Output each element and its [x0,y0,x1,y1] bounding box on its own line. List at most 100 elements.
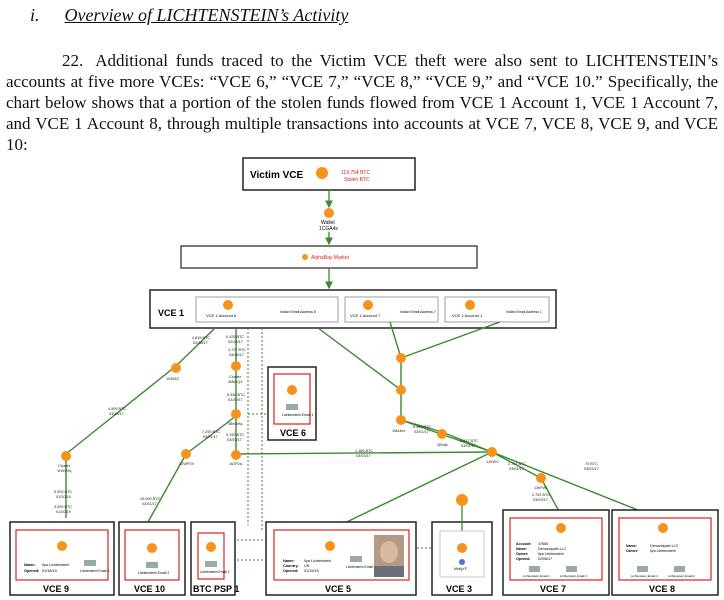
field-label: Name: [24,563,36,567]
paragraph-number: 22. [62,51,84,70]
email-icon [205,561,217,567]
account-email: Indian Email Address 1 [506,310,542,314]
bitcoin-icon [396,385,406,395]
flow-amount: 3.190 BTC [226,433,244,437]
cluster-label: Cluster [229,375,242,379]
bitcoin-icon [171,363,181,373]
victim-vce-box [242,157,416,191]
section-number: i. [30,5,40,25]
bitcoin-icon [536,473,546,483]
node-address: 12WFSV [179,462,195,466]
flow-date: 03/01/17 [227,438,242,442]
field-value: US [304,564,310,568]
address-icon [459,559,465,565]
flow-date: 02/20/17 [228,398,243,402]
account-name: VCE 1 Account 7 [350,313,381,318]
flow-date: 02/28/17 [193,341,208,345]
flow-amount: 4.909 BTC [108,407,126,411]
paragraph-text: Additional funds traced to the Victim VC… [6,51,718,154]
vce9-email: Lichtenstein Email 1 [80,569,110,573]
vce3-account [439,530,485,578]
field-label: Name: [283,559,295,563]
vce10-email: Lichtenstein Email 2 [138,571,169,575]
flow-date: 03/03/17 [356,454,371,458]
bitcoin-icon [658,523,668,533]
flow-amount: 3.929 BTC [54,505,72,509]
vce6-account [273,373,311,425]
field-label: Opened: [24,569,39,573]
field-value: Demandpath LLC [538,547,567,551]
vce1-account-7 [344,296,439,323]
bitcoin-icon [316,167,328,179]
flow-amount: 1.189 BTC [355,449,373,453]
flow-amount: 6.497 BTC [413,425,431,429]
bitcoin-icon [487,447,497,457]
wallet-label: Wallet [321,220,335,226]
market-label: AlphaBay Market [311,255,350,261]
bitcoin-icon [325,541,335,551]
victim-sub: Stolen BTC [344,177,370,183]
vce7-label: VCE 7 [540,584,566,594]
bitcoin-icon [465,300,475,310]
cluster-label: Cluster [58,464,71,468]
flow-amount: 0.025 BTC [226,335,244,339]
vce9-label: VCE 9 [43,584,69,594]
node-address: 13hFWi [534,486,547,490]
account-email: Indian Email Address 8 [280,310,316,314]
bitcoin-icon [437,429,447,439]
vce9-account [15,529,109,581]
bitcoin-icon [396,415,406,425]
email-icon [637,566,648,572]
section-title: Overview of LICHTENSTEIN’s Activity [64,5,349,25]
field-label: Account: [516,542,532,546]
vce6-email: Lichtenstein Email 1 [282,413,313,417]
vce6-label: VCE 6 [280,428,306,438]
field-value: Ilya Lichtenstein [650,549,676,553]
bitcoin-icon [206,542,216,552]
flow-date: 03/03/17 [509,467,524,471]
vce8-label: VCE 8 [649,584,675,594]
alphabay-icon [302,254,308,260]
flow-amount: 25.000 BTC [140,497,161,501]
field-value: 47665 [538,542,548,546]
flow-amount: 5.917 BTC [460,439,478,443]
flow-amount: 3.727 BTC [228,348,246,352]
account-email: Indian Email Address 7 [400,310,436,314]
cluster-address: 1HhVHq [57,469,71,473]
field-label: Name: [626,544,637,548]
flow-date: 01/20/19 [56,510,71,514]
flow-date: 03/01/17 [414,430,429,434]
field-value: Demandpath LLC [650,544,679,548]
bitcoin-icon [231,361,241,371]
field-value: 02/08/17 [538,557,552,561]
wallet-address: 1CGA4s [319,226,338,232]
vce1-label: VCE 1 [158,308,184,318]
email-icon [286,404,298,410]
section-heading: i. Overview of LICHTENSTEIN’s Activity [30,5,348,26]
field-value: Ilya Lichtenstein [304,559,331,563]
flow-amount: 5.000 BTC [54,490,72,494]
field-label: Opened: [516,557,531,561]
vce8-email-1: Lichtenstein Email 1 [631,574,658,578]
psp-email: Lichtenstein Email 1 [200,570,230,574]
field-value: Ilya Lichtenstein [538,552,564,556]
field-label: Name: [516,547,527,551]
bitcoin-icon [61,451,71,461]
vce10-label: VCE 10 [134,584,165,594]
field-label: Opened: [283,569,298,573]
flow-date: 03/15/17 [229,353,244,357]
field-label: Owner: [516,552,528,556]
vce1-account-1 [444,296,550,323]
node-address: 1JKWV [486,460,499,464]
flow-amount: 70 BTC [585,462,598,466]
vce7-account [509,517,603,581]
field-value: 01/15/15 [304,569,319,573]
flow-date: 03/01/17 [461,444,476,448]
flow-date: 03/01/17 [142,502,157,506]
account-holder-photo [374,535,404,577]
vce5-email: Lichtenstein Email 1 [346,565,376,569]
node-address: 16JP2a [229,462,243,466]
field-label: Country: [283,564,299,568]
bitcoin-icon [396,353,406,363]
